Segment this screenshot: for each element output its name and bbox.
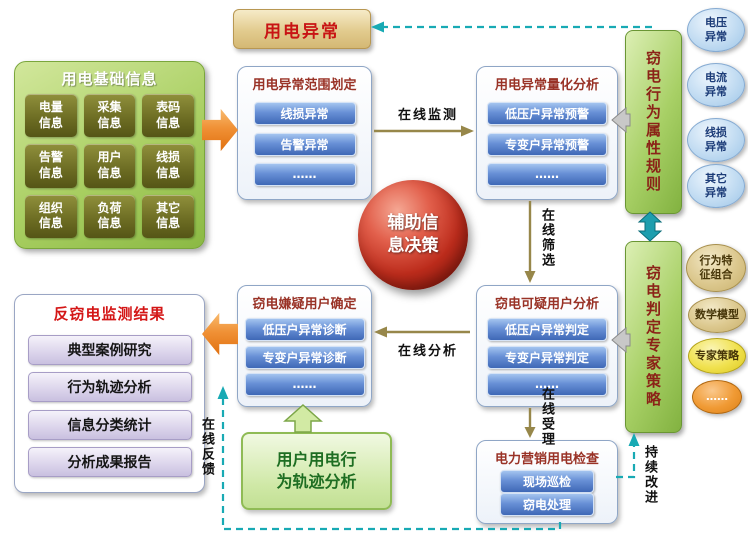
label-online-feedback: 在线反馈 bbox=[199, 417, 214, 477]
basic-info-cell: 其它信息 bbox=[142, 194, 194, 238]
flow-item: 窃电处理 bbox=[500, 493, 594, 517]
monitoring-results-box: 反窃电监测结果 典型案例研究 行为轨迹分析 信息分类统计 分析成果报告 bbox=[14, 294, 205, 493]
flow-item: …… bbox=[487, 162, 607, 186]
suspect-confirm-box: 窃电嫌疑用户确定 低压户异常诊断 专变户异常诊断 …… bbox=[237, 285, 372, 407]
basic-info-cell: 线损信息 bbox=[142, 144, 194, 188]
bubble-other-anomaly: 其它异常 bbox=[687, 164, 745, 208]
marketing-inspection-box: 电力营销用电检查 现场巡检 窃电处理 bbox=[476, 440, 618, 524]
suspect-confirm-title: 窃电嫌疑用户确定 bbox=[252, 297, 357, 312]
bubble-behavior-feature: 行为特征组合 bbox=[686, 244, 746, 292]
feedback-bottom-arrowhead bbox=[217, 386, 229, 399]
label-online-monitoring: 在线监测 bbox=[397, 108, 458, 123]
monitoring-results-title: 反窃电监测结果 bbox=[53, 305, 166, 323]
theft-rules-panel: 窃电行为属性规则 bbox=[625, 30, 682, 214]
flow-item: 专变户异常诊断 bbox=[244, 345, 365, 369]
label-online-analysis: 在线分析 bbox=[397, 344, 458, 359]
expert-strategy-title: 窃电判定专家策略 bbox=[644, 265, 662, 409]
flow-item: 低压户异常诊断 bbox=[244, 318, 365, 342]
anomaly-scope-box: 用电异常范围划定 线损异常 告警异常 …… bbox=[237, 66, 372, 200]
online-acceptance-arrowhead bbox=[524, 427, 536, 438]
online-screening-arrowhead bbox=[524, 271, 536, 283]
suspect-to-results-arrow bbox=[202, 312, 238, 356]
expert-strategy-panel: 窃电判定专家策略 bbox=[625, 241, 682, 433]
basic-info-cell: 告警信息 bbox=[25, 144, 77, 188]
basic-info-cell: 用户信息 bbox=[83, 144, 136, 188]
basic-info-cell: 负荷信息 bbox=[83, 194, 136, 238]
trajectory-up-arrow bbox=[283, 403, 323, 433]
basic-info-to-scope-arrow bbox=[202, 108, 238, 152]
result-item: 分析成果报告 bbox=[27, 446, 192, 477]
decision-sphere: 辅助信息决策 bbox=[358, 180, 468, 290]
anomaly-quantitative-title: 用电异常量化分析 bbox=[494, 78, 599, 93]
power-anomaly-banner-label: 用电异常 bbox=[264, 21, 340, 42]
basic-info-grid: 电量信息 采集信息 表码信息 告警信息 用户信息 线损信息 组织信息 负荷信息 … bbox=[15, 92, 204, 248]
suspicious-user-box: 窃电可疑用户分析 低压户异常判定 专变户异常判定 …… bbox=[476, 285, 618, 407]
bubble-lineloss-anomaly: 线损异常 bbox=[687, 118, 745, 162]
basic-info-cell: 电量信息 bbox=[25, 94, 77, 138]
rules-strategy-double-arrow bbox=[637, 211, 663, 242]
basic-info-cell: 采集信息 bbox=[83, 94, 136, 138]
bubble-expert-strategy: 专家策略 bbox=[688, 338, 746, 374]
anomaly-quantitative-box: 用电异常量化分析 低压户异常预警 专变户异常预警 …… bbox=[476, 66, 618, 200]
trajectory-analysis-box: 用户用电行为轨迹分析 bbox=[241, 432, 392, 510]
flow-item: 专变户异常判定 bbox=[487, 345, 607, 369]
improve-arrowhead bbox=[628, 433, 640, 446]
result-item: 行为轨迹分析 bbox=[27, 372, 192, 403]
decision-sphere-label: 辅助信息决策 bbox=[387, 213, 439, 256]
bubble-math-model: 数学模型 bbox=[688, 297, 746, 333]
power-anomaly-banner: 用电异常 bbox=[233, 9, 371, 49]
flow-item: 低压户异常预警 bbox=[487, 102, 607, 126]
bubble-current-anomaly: 电流异常 bbox=[687, 63, 745, 107]
flow-item: 线损异常 bbox=[253, 102, 356, 126]
bubble-ellipsis: …… bbox=[692, 380, 742, 414]
flow-item: …… bbox=[253, 162, 356, 186]
theft-rules-title: 窃电行为属性规则 bbox=[644, 50, 662, 194]
suspicious-user-title: 窃电可疑用户分析 bbox=[494, 297, 599, 312]
improve-dashed-line bbox=[616, 444, 636, 479]
result-item: 典型案例研究 bbox=[27, 335, 192, 366]
flow-item: 专变户异常预警 bbox=[487, 132, 607, 156]
flow-item: 低压户异常判定 bbox=[487, 318, 607, 342]
basic-info-title: 用电基础信息 bbox=[61, 70, 158, 88]
feedback-top-arrowhead bbox=[371, 21, 384, 33]
basic-info-panel: 用电基础信息 电量信息 采集信息 表码信息 告警信息 用户信息 线损信息 组织信… bbox=[14, 61, 205, 249]
flow-item: …… bbox=[487, 372, 607, 396]
basic-info-cell: 组织信息 bbox=[25, 194, 77, 238]
flow-item: 现场巡检 bbox=[500, 469, 594, 493]
label-continuous-improvement: 持续改进 bbox=[642, 445, 657, 505]
flow-item: 告警异常 bbox=[253, 132, 356, 156]
basic-info-cell: 表码信息 bbox=[142, 94, 194, 138]
trajectory-analysis-label: 用户用电行为轨迹分析 bbox=[276, 449, 357, 491]
online-monitoring-arrowhead bbox=[461, 125, 474, 137]
bubble-voltage-anomaly: 电压异常 bbox=[687, 8, 745, 52]
label-online-screening: 在线筛选 bbox=[539, 208, 554, 268]
anomaly-scope-title: 用电异常范围划定 bbox=[252, 78, 357, 93]
result-item: 信息分类统计 bbox=[27, 409, 192, 440]
flow-item: …… bbox=[244, 372, 365, 396]
label-online-acceptance: 在线受理 bbox=[539, 387, 554, 447]
online-analysis-arrowhead bbox=[374, 326, 387, 338]
